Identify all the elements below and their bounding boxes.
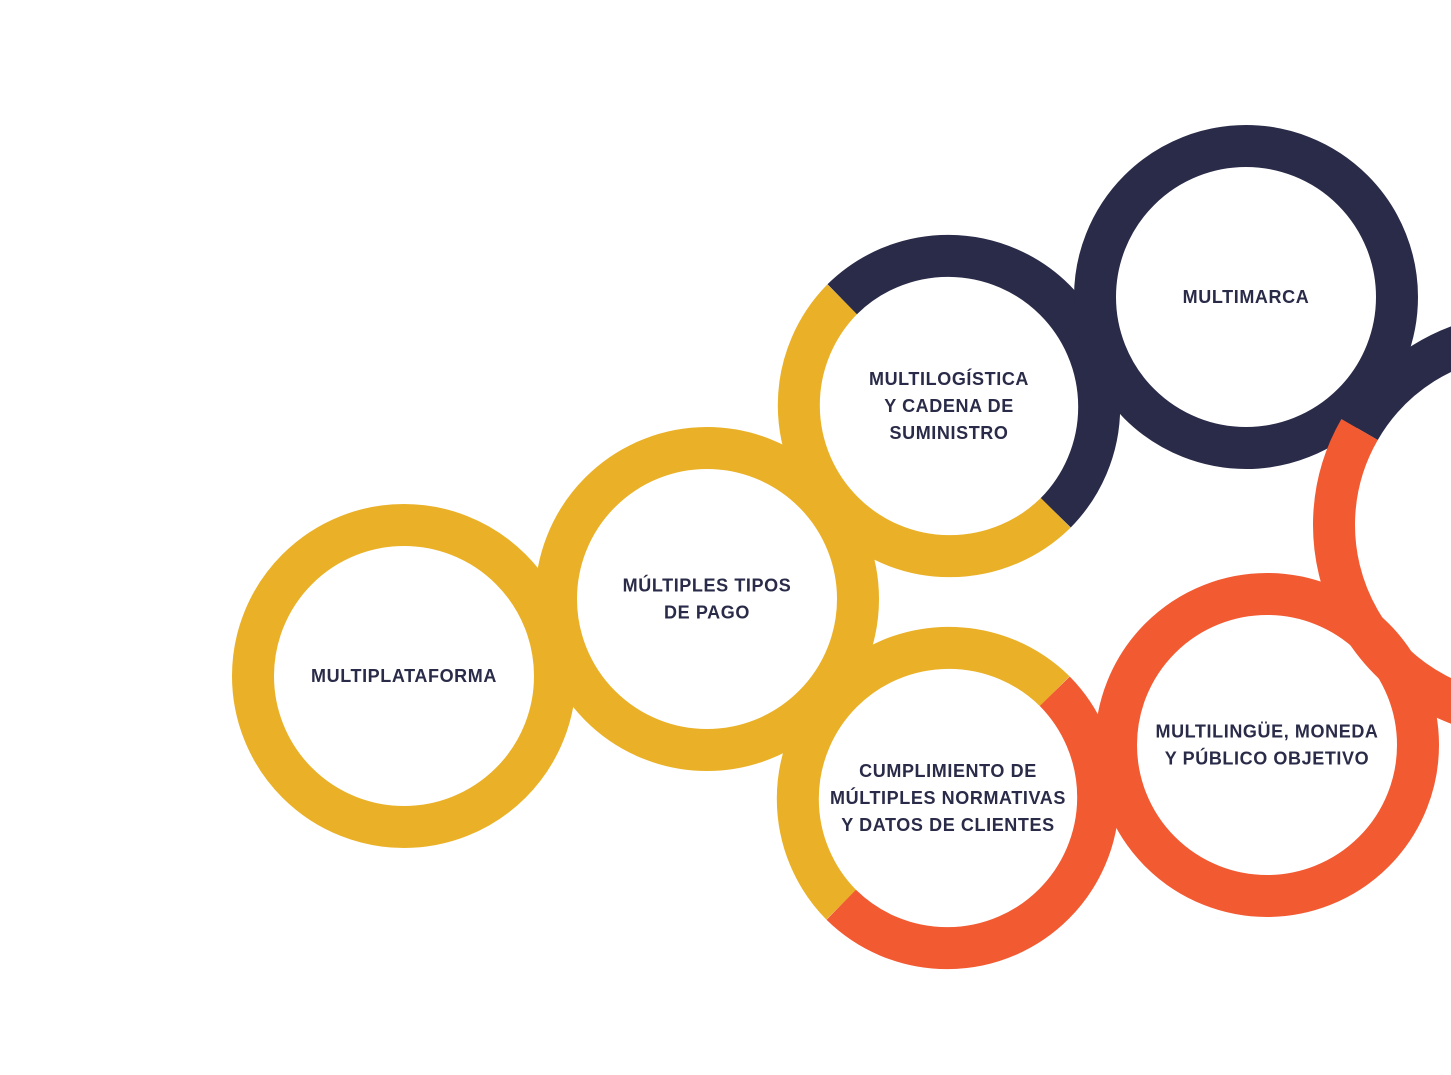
ring-segment-orange [826, 676, 1120, 970]
circle-node-cumplimiento: CUMPLIMIENTO DE MÚLTIPLES NORMATIVAS Y DAT… [776, 626, 1120, 970]
ring-segment-orange [1095, 573, 1439, 917]
node-label-line: Y DATOS DE CLIENTES [841, 815, 1054, 835]
ring-segment-orange [1313, 419, 1451, 724]
ring-segment-yellow [535, 427, 879, 771]
node-label-line: CUMPLIMIENTO DE [859, 761, 1037, 781]
node-label-line: Y CADENA DE [884, 396, 1014, 416]
ring-segment-yellow [777, 284, 1071, 578]
circle-node-multimarca: MULTIMARCA [1074, 125, 1418, 469]
node-label-line: Y PÚBLICO OBJETIVO [1165, 748, 1370, 769]
circle-node-multiplataforma: MULTIPLATAFORMA [232, 504, 576, 848]
circle-node-multilogistica: MULTILOGÍSTICA Y CADENA DE SUMINISTRO [777, 234, 1121, 578]
circle-node-multilingue: MULTILINGÜE, MONEDA Y PÚBLICO OBJETIVO [1095, 573, 1439, 917]
circle-node-multiples-tipos-de-pago: MÚLTIPLES TIPOS DE PAGO [535, 427, 879, 771]
node-label-line: MULTIPLATAFORMA [311, 666, 497, 686]
circle-node-offscreen-node [1313, 326, 1451, 724]
ring-segment-yellow [776, 626, 1070, 920]
node-label-line: DE PAGO [664, 603, 750, 623]
node-label-line: MULTILOGÍSTICA [869, 368, 1029, 389]
node-label-line: MULTIMARCA [1183, 287, 1310, 307]
node-label-line: MÚLTIPLES TIPOS [623, 575, 792, 596]
ring-segment-navy [1074, 125, 1418, 469]
ring-segment-navy [1341, 326, 1451, 441]
node-label-line: SUMINISTRO [889, 423, 1008, 443]
node-label-line: MULTILINGÜE, MONEDA [1155, 722, 1378, 742]
node-label-line: MÚLTIPLES NORMATIVAS [830, 787, 1066, 808]
ring-segment-navy [827, 234, 1121, 528]
